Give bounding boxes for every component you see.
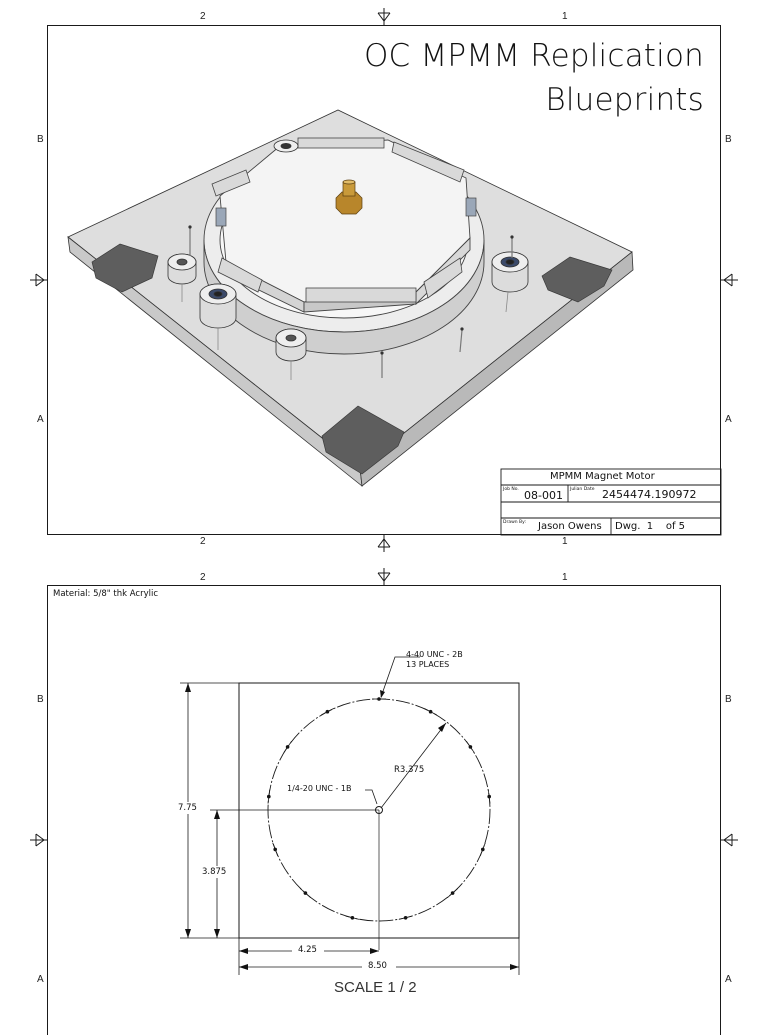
zone-left-B: B <box>37 134 44 145</box>
tapped-hole-centerline <box>466 740 475 753</box>
sheet2-zone-top-2: 2 <box>200 572 206 583</box>
title-block-job-no: 08-001 <box>524 489 563 502</box>
zone-bottom-1: 1 <box>562 536 568 547</box>
bearings <box>167 139 529 380</box>
sheet2-zone-left-A: A <box>37 974 44 985</box>
magnet-slots <box>211 137 465 303</box>
tapped-hole-centerline <box>398 915 413 920</box>
radius-leader <box>380 722 447 809</box>
scale-label: SCALE 1 / 2 <box>334 979 417 996</box>
title-block-drawn-by: Jason Owens <box>538 521 602 532</box>
title-block-job-no-label: Job No. <box>503 487 519 492</box>
tapped-hole-centerline <box>321 708 334 716</box>
title-block-julian-date: 2454474.190972 <box>602 488 697 501</box>
zone-top-2: 2 <box>200 11 206 22</box>
height-dimension: 7.75 <box>178 803 197 813</box>
sheet2-zone-left-B: B <box>37 694 44 705</box>
material-note: Material: 5/8" thk Acrylic <box>53 589 158 599</box>
tapped-hole-centerline <box>487 789 491 804</box>
zone-top-1: 1 <box>562 11 568 22</box>
center-hole-callout: 1/4-20 UNC - 1B <box>287 784 352 793</box>
title-block-julian-date-label: Julian Date <box>570 487 595 492</box>
tapped-hole-centerline <box>283 740 292 753</box>
tapped-hole-centerline <box>267 789 271 804</box>
tap-callout-leader <box>380 656 420 698</box>
zone-right-B: B <box>725 134 732 145</box>
tapped-hole-centerline <box>447 888 459 898</box>
drawing-title-line2: Blueprints <box>545 82 704 118</box>
title-block-dwg-number: Dwg. 1 of 5 <box>615 521 686 532</box>
rubber-feet <box>91 243 613 475</box>
tapped-hole-centerline <box>479 842 486 857</box>
tapped-holes <box>267 697 492 920</box>
center-callout-leader <box>365 789 378 805</box>
tapped-hole-centerline <box>272 842 279 857</box>
title-block-drawing-name: MPMM Magnet Motor <box>550 471 655 482</box>
tap-callout-line2: 13 PLACES <box>406 660 450 669</box>
half-height-dimension: 3.875 <box>202 867 227 877</box>
tapped-hole-centerline <box>345 915 360 920</box>
title-block-drawn-by-label: Drawn By: <box>503 520 526 525</box>
radius-label: R3.375 <box>394 765 425 775</box>
drawing-title: OC MPMM Replication Blueprints <box>364 34 704 122</box>
center-marks-sheet-2 <box>30 568 738 847</box>
tap-callout-line1: 4-40 UNC - 2B <box>406 650 463 659</box>
zone-left-A: A <box>37 414 44 425</box>
drawing-title-line1: OC MPMM Replication <box>363 38 704 74</box>
sheet-1-frame <box>47 25 721 535</box>
mounting-pins <box>189 228 513 378</box>
sheet2-zone-right-A: A <box>725 974 732 985</box>
zone-right-A: A <box>725 414 732 425</box>
center-marks-sheet-1 <box>30 8 738 552</box>
half-width-dimension: 4.25 <box>298 945 317 955</box>
title-block-lines <box>500 468 722 536</box>
pin-heads <box>188 225 514 355</box>
sheet2-zone-top-1: 1 <box>562 572 568 583</box>
width-dimension: 8.50 <box>368 961 387 971</box>
center-shaft <box>335 179 363 215</box>
sheet2-zone-right-B: B <box>725 694 732 705</box>
tapped-hole-centerline <box>424 708 437 716</box>
sheet-2-frame <box>47 585 721 1035</box>
zone-bottom-2: 2 <box>200 536 206 547</box>
tapped-hole-centerline <box>299 888 311 898</box>
side-magnets <box>215 197 477 227</box>
